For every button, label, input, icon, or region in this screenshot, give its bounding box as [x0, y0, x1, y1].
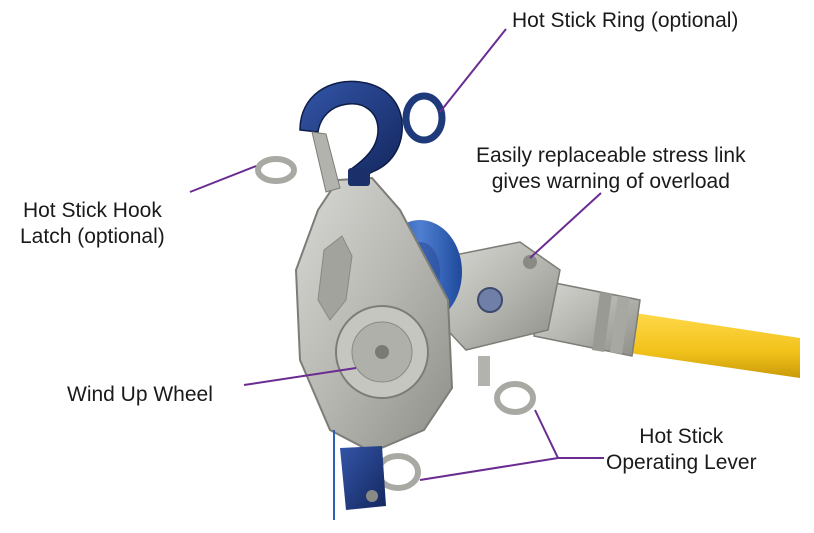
callout-wind-up-wheel-text: Wind Up Wheel	[67, 383, 213, 406]
callout-hot-stick-ring-text: Hot Stick Ring (optional)	[512, 9, 739, 32]
bottom-block	[333, 430, 386, 520]
leader-operating-lever-lower	[419, 457, 559, 481]
yellow-pole	[622, 312, 800, 378]
callout-hook-latch-line2: Latch (optional)	[20, 225, 165, 248]
leader-hot-stick-ring	[439, 28, 507, 113]
lever-ring	[478, 356, 536, 415]
callout-hot-stick-ring: Hot Stick Ring (optional)	[512, 8, 738, 34]
callout-operating-lever: Hot Stick Operating Lever	[606, 424, 757, 476]
leader-wind-up-wheel	[243, 367, 357, 386]
callout-wind-up-wheel: Wind Up Wheel	[67, 382, 213, 408]
callout-stress-link-line2: gives warning of overload	[491, 170, 730, 193]
callout-hook-latch: Hot Stick Hook Latch (optional)	[20, 198, 165, 250]
pole-coupling	[533, 279, 641, 357]
leader-hook-latch	[189, 165, 257, 193]
lever-arm	[437, 241, 561, 351]
callout-hook-latch-line1: Hot Stick Hook	[22, 199, 162, 222]
hot-stick-ring	[402, 92, 446, 144]
callout-stress-link: Easily replaceable stress link gives war…	[476, 143, 746, 195]
callout-stress-link-line1: Easily replaceable stress link	[476, 144, 746, 167]
hook-latch	[311, 131, 341, 193]
leader-operating-lever-upper	[534, 409, 604, 459]
leader-stress-link	[529, 192, 602, 259]
callout-operating-lever-line1: Hot Stick	[639, 425, 724, 448]
wind-up-wheel	[335, 305, 429, 399]
latch-ring	[255, 156, 297, 184]
leader-lines	[189, 28, 604, 481]
callout-operating-lever-line2: Operating Lever	[606, 451, 757, 474]
blue-hook	[299, 80, 403, 186]
